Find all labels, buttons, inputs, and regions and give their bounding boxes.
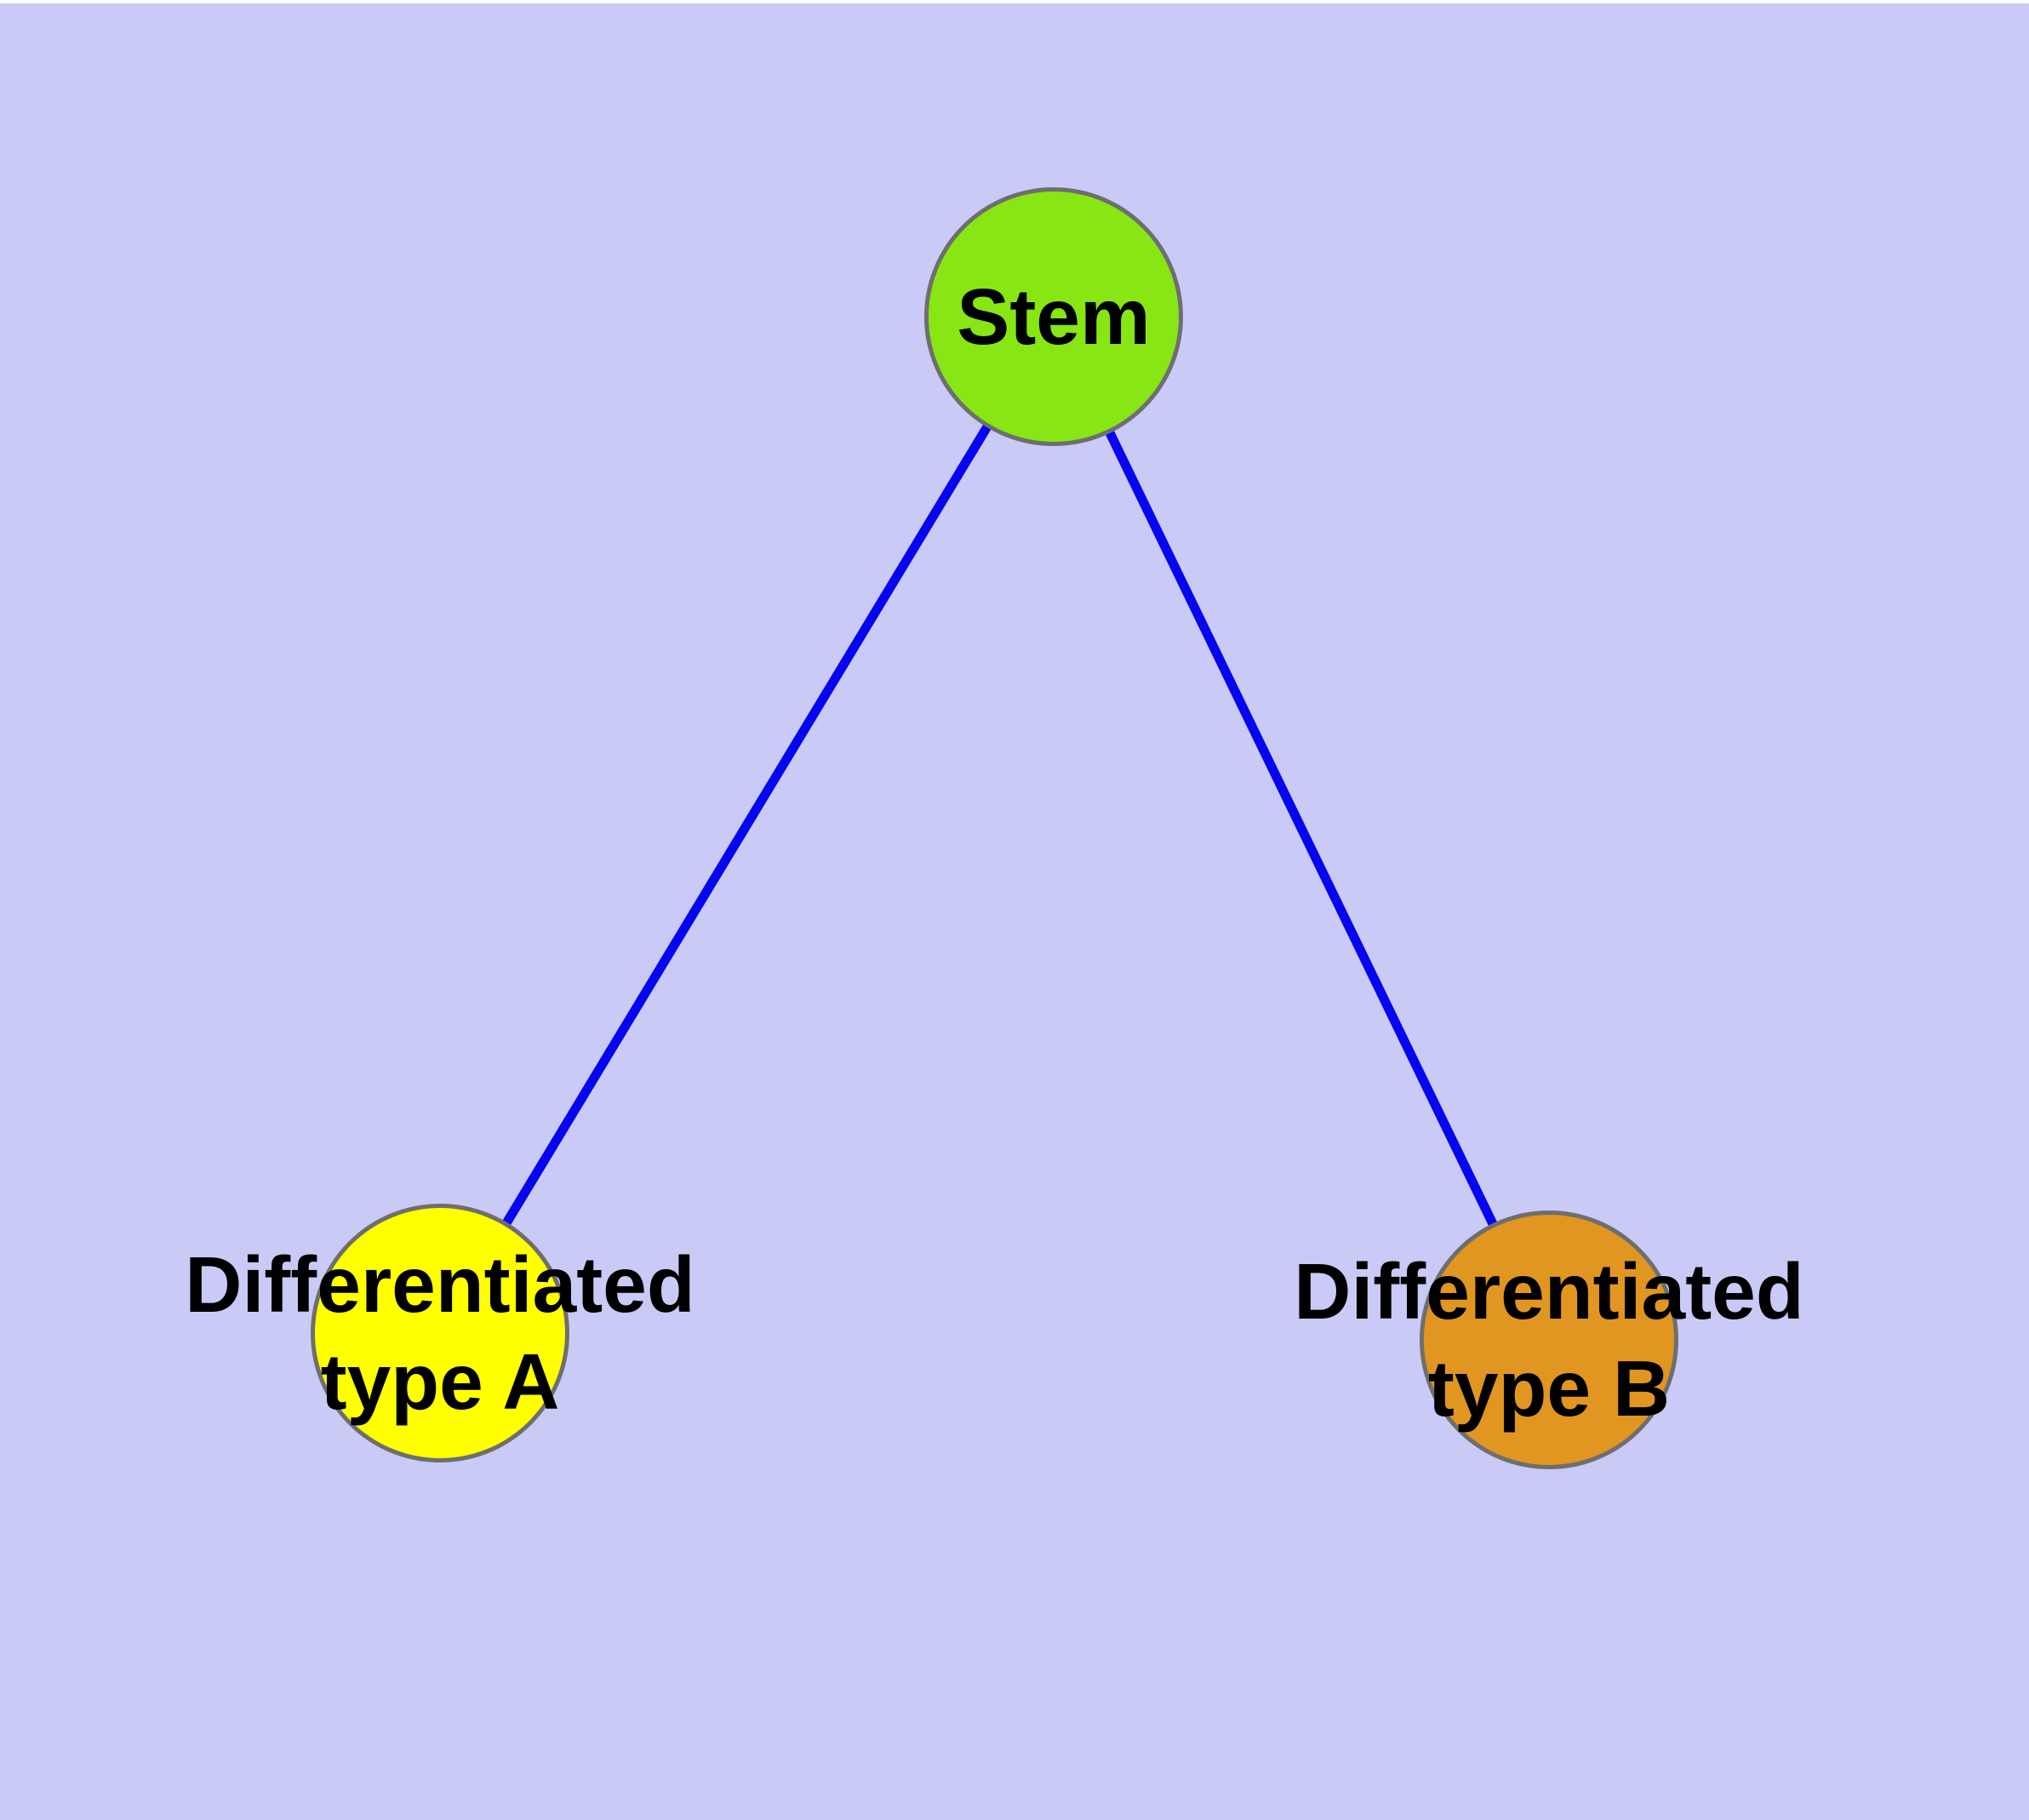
node-differentiated-type-a bbox=[311, 1204, 569, 1462]
node-differentiated-type-b-label-line2: type B bbox=[1427, 1344, 1671, 1433]
node-stem-label-line: Stem bbox=[957, 272, 1151, 361]
node-stem-label: Stem bbox=[957, 268, 1150, 365]
node-differentiated-type-a-label-line2: type A bbox=[320, 1337, 560, 1426]
node-differentiated-type-b-label: Differentiated type B bbox=[1294, 1243, 1803, 1437]
edge-stem-to-diff-a bbox=[436, 314, 1058, 1336]
edge-stem-to-diff-b bbox=[1049, 314, 1553, 1342]
node-stem bbox=[924, 187, 1183, 446]
node-differentiated-type-a-label-line1: Differentiated bbox=[185, 1240, 695, 1329]
node-differentiated-type-b-label-line1: Differentiated bbox=[1294, 1247, 1804, 1336]
node-differentiated-type-a-label: Differentiated type A bbox=[185, 1236, 694, 1430]
top-margin bbox=[0, 0, 2029, 3]
node-differentiated-type-b bbox=[1420, 1210, 1678, 1469]
